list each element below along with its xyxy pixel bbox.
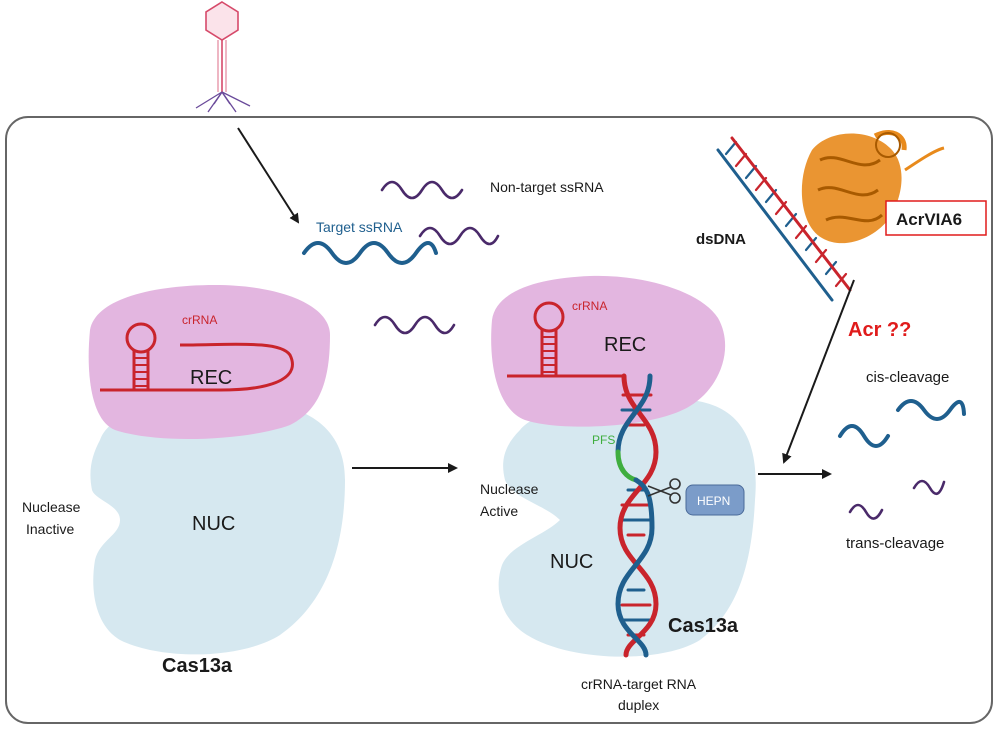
trans-cleavage-label: trans-cleavage	[846, 535, 944, 552]
cas13a-label-middle: Cas13a	[668, 615, 739, 637]
crrna-target-duplex	[615, 373, 659, 658]
duplex-label-2: duplex	[618, 697, 659, 713]
rec-lobe-left	[88, 285, 330, 440]
cis-cleaved-fragment-2	[896, 399, 966, 421]
scissors-icon	[647, 478, 681, 504]
nuc-lobe-left	[90, 399, 345, 655]
target-ssrna-wave	[302, 241, 438, 265]
trans-cleaved-fragment-2	[912, 479, 946, 496]
rec-label-left: REC	[190, 367, 232, 389]
crrna-label-left: crRNA	[182, 313, 217, 327]
crrna-label-middle: crRNA	[572, 299, 607, 313]
cell-boundary	[5, 116, 993, 724]
acrvia6-label: AcrVIA6	[896, 210, 962, 229]
rec-lobe-middle	[491, 275, 726, 427]
target-ssrna-label: Target ssRNA	[316, 219, 403, 235]
cis-cleaved-fragment-1	[838, 424, 890, 448]
duplex-label-1: crRNA-target RNA	[581, 676, 697, 692]
hepn-label: HEPN	[697, 494, 730, 508]
non-target-ssrna-label: Non-target ssRNA	[490, 179, 604, 195]
crrna-hairpin-left	[100, 322, 294, 392]
acr-question-label: Acr ??	[848, 319, 911, 341]
dsdna-helix	[716, 136, 852, 302]
nuc-label-left: NUC	[192, 513, 235, 535]
acrvia6-box	[885, 200, 987, 236]
acrvia6-protein-icon	[801, 130, 945, 244]
nuclease-active-label-1: Nuclease	[480, 481, 539, 497]
cas13a-active: crRNA REC PFS	[480, 275, 756, 713]
nuclease-inactive-label-1: Nuclease	[22, 499, 81, 515]
nuclease-active-label-2: Active	[480, 503, 518, 519]
trans-cleaved-fragment-1	[848, 503, 884, 520]
inhibition-arrow	[782, 279, 855, 464]
dsdna-label: dsDNA	[696, 231, 746, 248]
rec-label-middle: REC	[604, 334, 646, 356]
cis-cleavage-label: cis-cleavage	[866, 369, 949, 386]
nuclease-inactive-label-2: Inactive	[26, 521, 74, 537]
cas13a-inactive: crRNA REC NUC Nuclease Inactive Cas13a	[22, 285, 345, 677]
entry-arrow	[237, 127, 300, 224]
hepn-box	[685, 484, 745, 516]
nuc-label-middle: NUC	[550, 551, 593, 573]
pfs-label: PFS	[592, 433, 615, 447]
non-target-ssrna-wave-3	[373, 315, 456, 335]
crrna-hairpin-middle	[507, 301, 624, 378]
cas13a-label-left: Cas13a	[162, 655, 233, 677]
nuc-lobe-middle	[498, 398, 756, 657]
phage-icon	[195, 1, 251, 113]
non-target-ssrna-wave-2	[418, 226, 500, 246]
non-target-ssrna-wave-1	[380, 180, 464, 200]
